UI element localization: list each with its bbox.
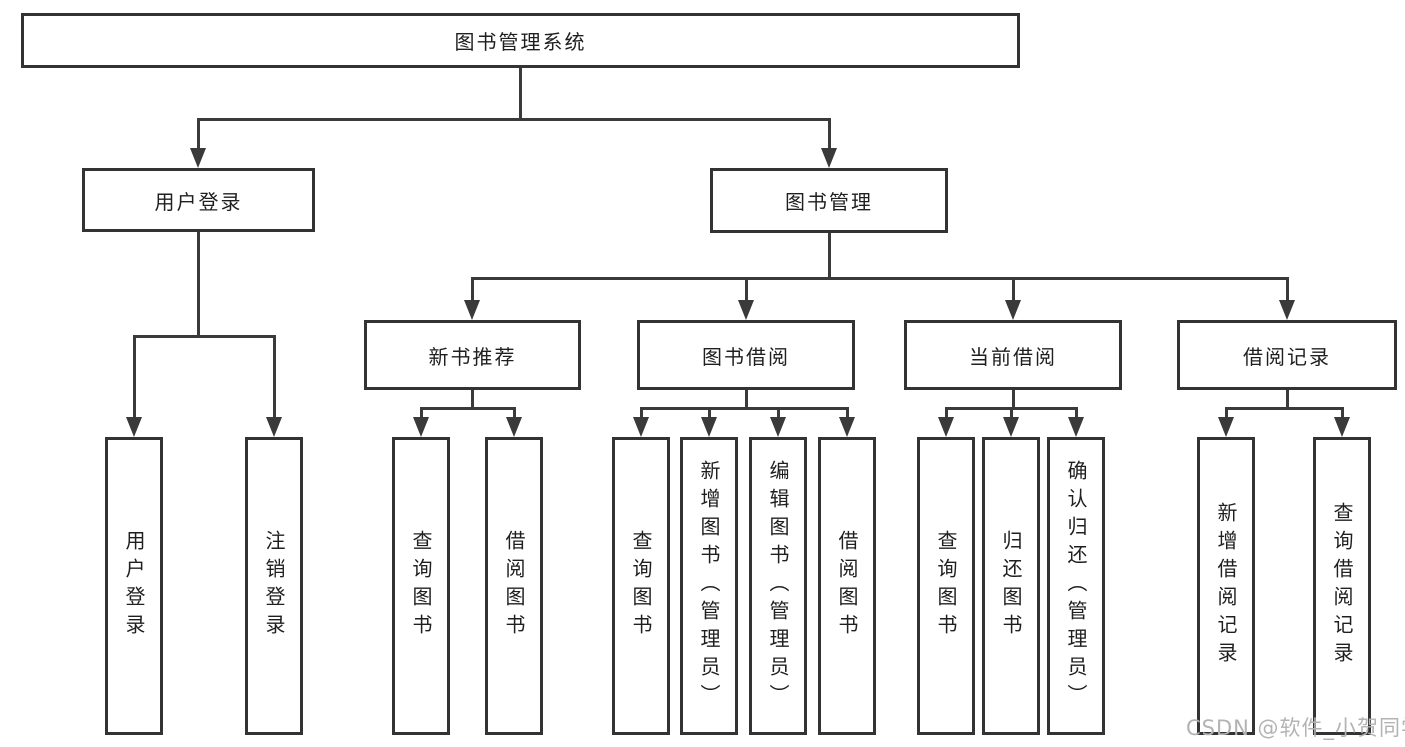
- connector-line: [1225, 407, 1343, 410]
- connector-line: [420, 407, 516, 410]
- connector-line: [420, 407, 423, 419]
- leaf-label: 查询图书: [629, 530, 653, 642]
- csdn-watermark: CSDN @软件_小贺同学: [1186, 716, 1405, 740]
- arrowhead: [1003, 417, 1019, 437]
- connector-line: [1075, 407, 1078, 419]
- arrowhead: [190, 148, 206, 168]
- arrowhead: [633, 417, 649, 437]
- connector-line: [133, 335, 136, 419]
- connector-line: [519, 68, 522, 121]
- connector-line: [197, 118, 831, 121]
- leaf-edit-book-admin: 编辑图书（管理员）: [749, 437, 807, 735]
- arrowhead: [738, 300, 754, 320]
- connector-line: [846, 407, 849, 419]
- arrowhead: [1279, 300, 1295, 320]
- leaf-label: 注销登录: [262, 530, 286, 642]
- arrowhead: [1218, 417, 1234, 437]
- arrowhead: [701, 417, 717, 437]
- leaf-label: 查询图书: [409, 530, 433, 642]
- arrowhead: [126, 417, 142, 437]
- connector-line: [745, 277, 748, 303]
- leaf-borrow-book-recommend: 借阅图书: [485, 437, 543, 735]
- node-book-borrowing: 图书借阅: [637, 320, 855, 390]
- connector-line: [133, 335, 276, 338]
- node-current-borrowing: 当前借阅: [904, 320, 1122, 390]
- leaf-add-borrow-record: 新增借阅记录: [1197, 437, 1255, 735]
- connector-line: [471, 390, 474, 409]
- arrowhead: [506, 417, 522, 437]
- node-user-login: 用户登录: [82, 168, 315, 232]
- connector-line: [273, 335, 276, 419]
- leaf-label: 确认归还（管理员）: [1064, 460, 1088, 712]
- connector-line: [777, 407, 780, 419]
- leaf-label: 新增借阅记录: [1214, 502, 1238, 670]
- connector-line: [640, 407, 849, 410]
- leaf-query-borrow-record: 查询借阅记录: [1313, 437, 1371, 735]
- arrowhead: [1334, 417, 1350, 437]
- connector-line: [471, 277, 1288, 280]
- leaf-label: 借阅图书: [502, 530, 526, 642]
- arrowhead: [1005, 300, 1021, 320]
- node-library-management-system: 图书管理系统: [21, 13, 1020, 68]
- leaf-borrow-book: 借阅图书: [818, 437, 876, 735]
- leaf-add-book-admin: 新增图书（管理员）: [680, 437, 738, 735]
- arrowhead: [1068, 417, 1084, 437]
- arrowhead: [266, 417, 282, 437]
- arrowhead: [938, 417, 954, 437]
- connector-line: [640, 407, 643, 419]
- leaf-user-login: 用户登录: [105, 437, 163, 735]
- arrowhead: [770, 417, 786, 437]
- connector-line: [945, 407, 948, 419]
- arrowhead: [413, 417, 429, 437]
- arrowhead: [464, 300, 480, 320]
- node-book-management: 图书管理: [710, 168, 948, 233]
- connector-line: [708, 407, 711, 419]
- connector-line: [828, 118, 831, 151]
- connector-line: [1012, 277, 1015, 303]
- connector-line: [1010, 407, 1013, 419]
- connector-line: [1225, 407, 1228, 419]
- connector-line: [745, 390, 748, 409]
- connector-line: [1286, 390, 1289, 409]
- leaf-return-book: 归还图书: [982, 437, 1040, 735]
- leaf-label: 编辑图书（管理员）: [766, 460, 790, 712]
- leaf-label: 查询图书: [934, 530, 958, 642]
- connector-line: [1341, 407, 1344, 419]
- leaf-label: 借阅图书: [835, 530, 859, 642]
- connector-line: [197, 118, 200, 151]
- connector-line: [828, 232, 831, 280]
- arrowhead: [839, 417, 855, 437]
- leaf-label: 归还图书: [999, 530, 1023, 642]
- connector-line: [471, 277, 474, 303]
- leaf-label: 查询借阅记录: [1330, 502, 1354, 670]
- connector-line: [197, 232, 200, 338]
- leaf-label: 用户登录: [122, 530, 146, 642]
- arrowhead: [821, 148, 837, 168]
- leaf-query-books-borrow: 查询图书: [612, 437, 670, 735]
- leaf-query-books-current: 查询图书: [917, 437, 975, 735]
- leaf-label: 新增图书（管理员）: [697, 460, 721, 712]
- connector-line: [1012, 390, 1015, 409]
- node-borrowing-records: 借阅记录: [1177, 320, 1397, 390]
- connector-line: [1286, 277, 1289, 303]
- leaf-logout: 注销登录: [245, 437, 303, 735]
- leaf-query-books-recommend: 查询图书: [392, 437, 450, 735]
- connector-line: [513, 407, 516, 419]
- leaf-confirm-return-admin: 确认归还（管理员）: [1047, 437, 1105, 735]
- node-new-book-recommendation: 新书推荐: [364, 320, 581, 390]
